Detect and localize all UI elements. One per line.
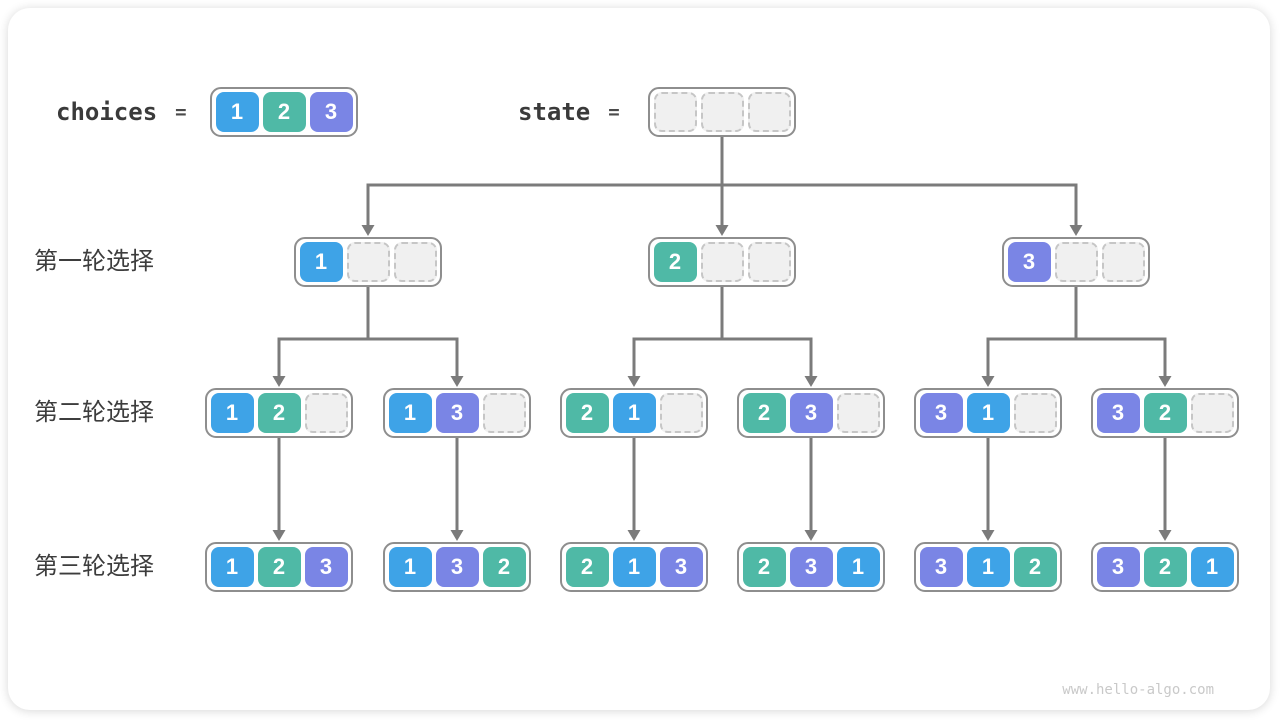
arrowhead (272, 530, 286, 541)
arrowhead (981, 376, 995, 387)
arrowhead (804, 530, 818, 541)
cell-value-3: 3 (304, 547, 348, 587)
arrowhead (981, 530, 995, 541)
state-label-group: state = (518, 87, 620, 137)
cell-value-3: 3 (919, 547, 963, 587)
arrowhead (715, 225, 729, 236)
arrowhead (450, 530, 464, 541)
cell-value-2: 2 (1013, 547, 1057, 587)
watermark: www.hello-algo.com (1062, 682, 1214, 698)
cell-value-3: 3 (1007, 242, 1051, 282)
empty-cell (393, 242, 437, 282)
arrowhead (1069, 225, 1083, 236)
empty-cell (482, 393, 526, 433)
row-label-round-3: 第三轮选择 (34, 553, 154, 580)
row-label-round-1: 第一轮选择 (34, 248, 154, 275)
arrowhead (627, 530, 641, 541)
arrowhead (361, 225, 375, 236)
cell-value-2: 2 (742, 547, 786, 587)
arrowhead (804, 376, 818, 387)
row-label-round-2: 第二轮选择 (34, 399, 154, 426)
empty-cell (346, 242, 390, 282)
cell-value-2: 2 (565, 547, 609, 587)
cell-value-1: 1 (388, 393, 432, 433)
cell-value-1: 1 (210, 393, 254, 433)
cell-value-1: 1 (210, 547, 254, 587)
arrowhead (627, 376, 641, 387)
cell-value-3: 3 (659, 547, 703, 587)
cell-value-1: 1 (612, 393, 656, 433)
empty-cell (836, 393, 880, 433)
round1-box-1: 1 (294, 237, 442, 287)
cell-value-3: 3 (1096, 393, 1140, 433)
choices-equals-sign: = (175, 101, 187, 123)
cell-value-2: 2 (1143, 393, 1187, 433)
cell-value-2: 2 (742, 393, 786, 433)
cell-value-1: 1 (299, 242, 343, 282)
round1-box-3: 3 (1002, 237, 1150, 287)
cell-value-2: 2 (1143, 547, 1187, 587)
cell-value-2: 2 (262, 92, 306, 132)
empty-cell (1013, 393, 1057, 433)
arrowhead (272, 376, 286, 387)
empty-cell (1054, 242, 1098, 282)
state-label: state (518, 98, 591, 126)
cell-value-2: 2 (653, 242, 697, 282)
empty-cell (700, 242, 744, 282)
cell-value-1: 1 (1190, 547, 1234, 587)
cell-value-1: 1 (215, 92, 259, 132)
cell-value-1: 1 (966, 393, 1010, 433)
cell-value-3: 3 (919, 393, 963, 433)
cell-value-3: 3 (309, 92, 353, 132)
empty-cell (747, 92, 791, 132)
cell-value-1: 1 (612, 547, 656, 587)
cell-value-3: 3 (789, 393, 833, 433)
empty-cell (653, 92, 697, 132)
empty-cell (700, 92, 744, 132)
cell-value-2: 2 (482, 547, 526, 587)
empty-cell (304, 393, 348, 433)
cell-value-2: 2 (257, 393, 301, 433)
arrowhead (1158, 530, 1172, 541)
cell-value-2: 2 (565, 393, 609, 433)
cell-value-3: 3 (789, 547, 833, 587)
empty-cell (659, 393, 703, 433)
cell-value-1: 1 (388, 547, 432, 587)
arrowhead (1158, 376, 1172, 387)
choices-label: choices (56, 98, 158, 126)
empty-cell (1101, 242, 1145, 282)
cell-value-1: 1 (966, 547, 1010, 587)
cell-value-1: 1 (836, 547, 880, 587)
state-equals-sign: = (608, 101, 620, 123)
empty-cell (1190, 393, 1234, 433)
choices-label-group: choices = (56, 87, 187, 137)
cell-value-3: 3 (435, 547, 479, 587)
arrowhead (450, 376, 464, 387)
empty-cell (747, 242, 791, 282)
cell-value-2: 2 (257, 547, 301, 587)
cell-value-3: 3 (1096, 547, 1140, 587)
cell-value-3: 3 (435, 393, 479, 433)
round1-box-2: 2 (648, 237, 796, 287)
state-box (648, 87, 796, 137)
